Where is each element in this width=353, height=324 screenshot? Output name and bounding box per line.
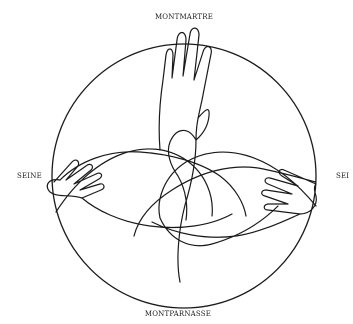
hand-right — [134, 167, 316, 237]
hand-left — [47, 152, 246, 228]
label-left: SEINE — [17, 172, 42, 180]
label-top: MONTMARTRE — [155, 13, 213, 21]
arm-curve-bottom — [160, 206, 278, 246]
label-right: SEI — [336, 172, 349, 180]
label-bottom: MONTPARNASSE — [145, 310, 211, 318]
hand-left-outline — [60, 152, 246, 216]
hand-top-thumb — [196, 110, 209, 140]
arm-curve-left — [56, 149, 212, 216]
